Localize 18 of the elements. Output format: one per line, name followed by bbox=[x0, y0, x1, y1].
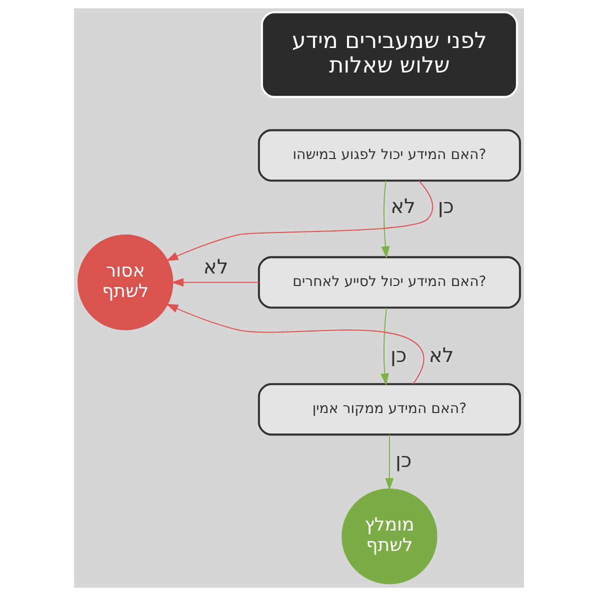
node-box: האם המידע יכול לסייע לאחרים? bbox=[257, 256, 520, 309]
node-box: האם המידע ממקור אמין? bbox=[257, 383, 520, 436]
node-circle: אסור לשתף bbox=[77, 234, 173, 330]
edge-label: לא bbox=[390, 194, 416, 218]
edge-label: כן bbox=[390, 343, 406, 367]
node-box: האם המידע יכול לפגוע במישהו? bbox=[257, 129, 520, 182]
edge-label: לא bbox=[202, 254, 228, 278]
edge-label: כן bbox=[394, 448, 412, 472]
arrow bbox=[170, 278, 258, 287]
arrow bbox=[165, 180, 432, 261]
arrow bbox=[166, 304, 424, 384]
arrow bbox=[384, 434, 394, 490]
edge-label: לא bbox=[428, 343, 454, 367]
arrow bbox=[380, 308, 389, 386]
node-circle: מומלץ לשתף bbox=[341, 488, 437, 584]
node-box: לפני שמעבירים מידע שלוש שאלות bbox=[260, 11, 518, 98]
edge-label: כן bbox=[437, 194, 454, 218]
arrow bbox=[380, 180, 390, 258]
